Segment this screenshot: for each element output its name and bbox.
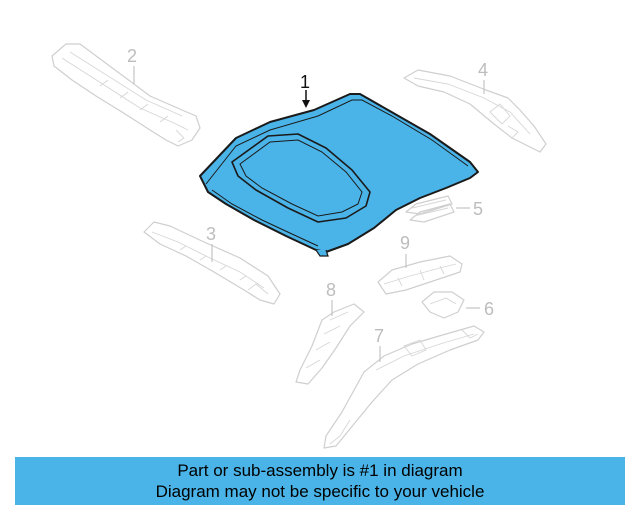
part-1-roof-panel[interactable] [199,93,479,257]
part-6-gusset[interactable] [421,291,465,319]
part-3-cowl-rail[interactable] [143,221,281,305]
footer-banner: Part or sub-assembly is #1 in diagram Di… [15,457,625,505]
callout-7: 7 [374,326,384,346]
footer-disclaimer: Diagram may not be specific to your vehi… [155,482,485,501]
callout-2: 2 [127,46,137,66]
callout-8: 8 [326,280,336,300]
callout-6: 6 [484,299,494,319]
part-8-a-pillar[interactable] [295,303,365,385]
part-2-front-header[interactable] [51,43,201,147]
callout-3: 3 [206,224,216,244]
callout-9: 9 [400,233,410,253]
part-7-side-rail[interactable] [323,325,485,449]
part-4-rear-header[interactable] [403,69,547,153]
part-5-roof-bow[interactable] [405,195,455,223]
arrowhead-1 [302,100,310,108]
footer-part-note: Part or sub-assembly is #1 in diagram [177,461,463,480]
callout-1: 1 [300,72,310,92]
callout-4: 4 [478,60,488,80]
part-9-roof-rail-bracket[interactable] [377,255,463,295]
callout-5: 5 [473,199,483,219]
